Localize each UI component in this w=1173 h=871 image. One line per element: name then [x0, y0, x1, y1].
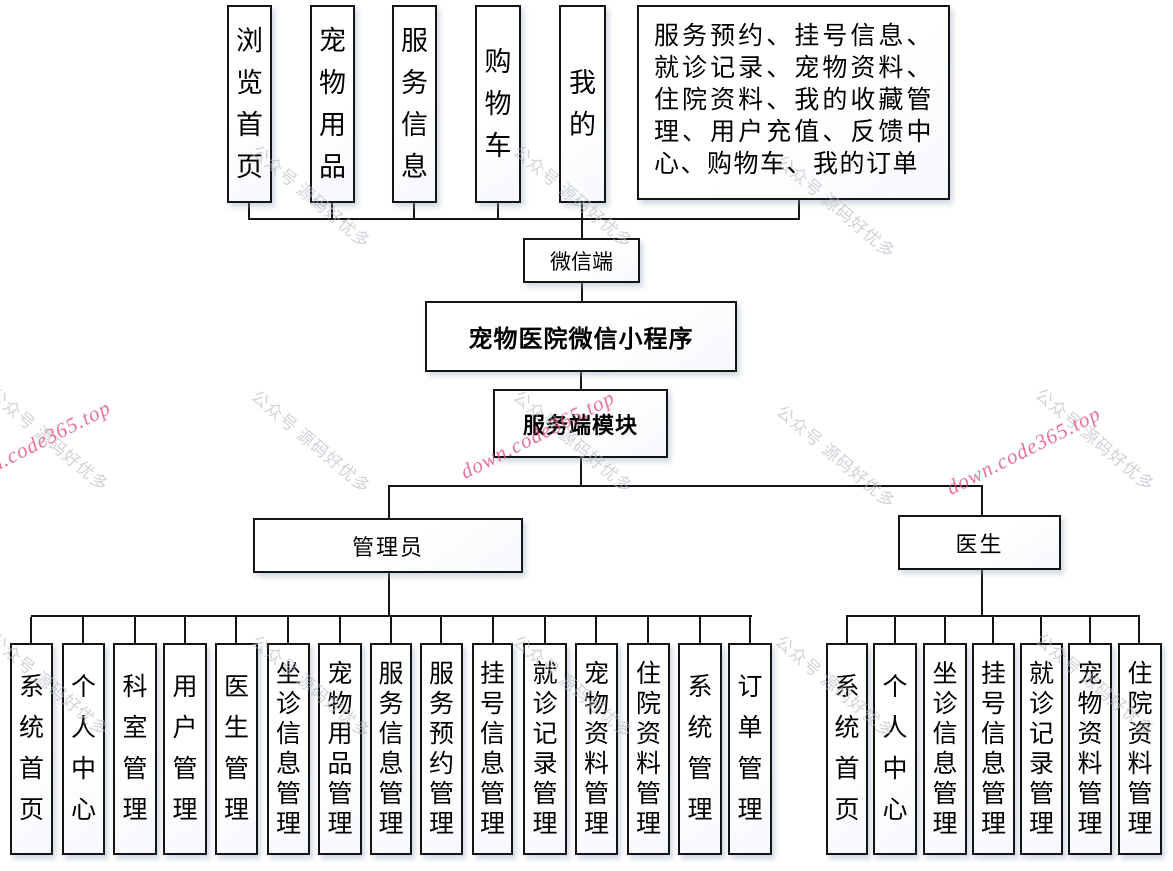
connector-line — [846, 617, 848, 643]
doctor-node-personal-center: 个人中心 — [873, 643, 917, 855]
node-label: 医生 — [955, 531, 1004, 557]
connector-line — [287, 617, 289, 643]
connector-line — [580, 372, 582, 389]
connector-line — [388, 573, 390, 617]
connector-line — [1040, 617, 1042, 643]
doctor-node-visit-record-mgmt: 就诊记录管理 — [1020, 643, 1063, 855]
connector-line — [699, 617, 701, 643]
connector-line — [492, 617, 494, 643]
admin-node-department-mgmt: 科室管理 — [113, 643, 157, 855]
connector-line — [798, 200, 800, 220]
connector-line — [580, 458, 582, 486]
watermark-red: down.code365.top — [0, 395, 115, 494]
admin-node-consult-info-mgmt: 坐诊信息管理 — [267, 643, 310, 855]
admin-node-service-info-mgmt: 服务信息管理 — [370, 643, 412, 855]
connector-line — [944, 617, 946, 643]
node-label: 管理员 — [351, 534, 424, 560]
connector-line — [581, 203, 583, 238]
node-wechat-side: 微信端 — [523, 238, 640, 283]
watermark-gray: 公众号 源码好优多 — [772, 401, 900, 513]
connector-line — [388, 485, 983, 487]
doctor-node-hospitalization-data-mgmt: 住院资料管理 — [1118, 643, 1162, 855]
connector-line — [544, 617, 546, 643]
connector-line — [30, 617, 32, 643]
node-pet-supplies: 宠物用品 — [310, 5, 355, 203]
admin-node-hospitalization-data-mgmt: 住院资料管理 — [627, 643, 670, 855]
connector-line — [749, 617, 751, 643]
connector-line — [647, 617, 649, 643]
connector-line — [440, 617, 442, 643]
connector-line — [992, 617, 994, 643]
node-browse-home: 浏览首页 — [227, 5, 272, 203]
connector-line — [331, 203, 333, 220]
doctor-node-system-home: 系统首页 — [826, 643, 868, 855]
watermark-gray: 公众号 源码好优多 — [0, 384, 113, 496]
node-user-functions: 服务预约、挂号信息、就诊记录、宠物资料、住院资料、我的收藏管理、用户充值、反馈中… — [637, 5, 950, 200]
connector-line — [134, 617, 136, 643]
node-shopping-cart: 购物车 — [475, 5, 521, 203]
connector-line — [581, 283, 583, 301]
user-functions-text: 服务预约、挂号信息、就诊记录、宠物资料、住院资料、我的收藏管理、用户充值、反馈中… — [654, 23, 933, 178]
admin-node-personal-center: 个人中心 — [62, 643, 105, 855]
admin-node-system-mgmt: 系统管理 — [678, 643, 722, 855]
node-label: 服务端模块 — [522, 412, 638, 438]
connector-line — [249, 218, 800, 220]
connector-line — [248, 203, 250, 220]
node-admin-role: 管理员 — [253, 518, 523, 573]
node-server-side: 服务端模块 — [493, 389, 668, 458]
connector-line — [894, 617, 896, 643]
connector-line — [235, 617, 237, 643]
connector-line — [390, 617, 392, 643]
admin-node-order-mgmt: 订单管理 — [728, 643, 772, 855]
node-label: 宠物医院微信小程序 — [468, 327, 694, 353]
admin-node-visit-record-mgmt: 就诊记录管理 — [523, 643, 567, 855]
connector-line — [1089, 617, 1091, 643]
connector-line — [595, 617, 597, 643]
connector-line — [846, 615, 1140, 617]
connector-line — [497, 203, 499, 220]
connector-line — [981, 487, 983, 515]
connector-line — [82, 617, 84, 643]
admin-node-registration-info-mgmt: 挂号信息管理 — [472, 643, 513, 855]
doctor-node-pet-data-mgmt: 宠物资料管理 — [1068, 643, 1112, 855]
admin-node-pet-supplies-mgmt: 宠物用品管理 — [318, 643, 362, 855]
admin-node-service-booking-mgmt: 服务预约管理 — [420, 643, 463, 855]
watermark-gray: 公众号 源码好优多 — [1031, 384, 1159, 496]
watermark-gray: 公众号 源码好优多 — [247, 386, 375, 498]
connector-line — [388, 487, 390, 518]
connector-line — [184, 617, 186, 643]
admin-node-pet-data-mgmt: 宠物资料管理 — [575, 643, 618, 855]
admin-node-system-home: 系统首页 — [10, 643, 53, 855]
connector-line — [1138, 617, 1140, 643]
connector-line — [981, 570, 983, 617]
node-label: 微信端 — [550, 249, 613, 274]
node-my-profile: 我的 — [559, 5, 606, 203]
node-root-mini-program: 宠物医院微信小程序 — [425, 301, 737, 372]
connector-line — [339, 617, 341, 643]
connector-line — [413, 203, 415, 220]
admin-node-user-mgmt: 用户管理 — [163, 643, 207, 855]
doctor-node-registration-info-mgmt: 挂号信息管理 — [972, 643, 1015, 855]
connector-line — [31, 615, 752, 617]
node-service-info: 服务信息 — [392, 5, 437, 203]
node-doctor-role: 医生 — [898, 515, 1061, 570]
doctor-node-consult-info-mgmt: 坐诊信息管理 — [923, 643, 967, 855]
admin-node-doctor-mgmt: 医生管理 — [215, 643, 258, 855]
